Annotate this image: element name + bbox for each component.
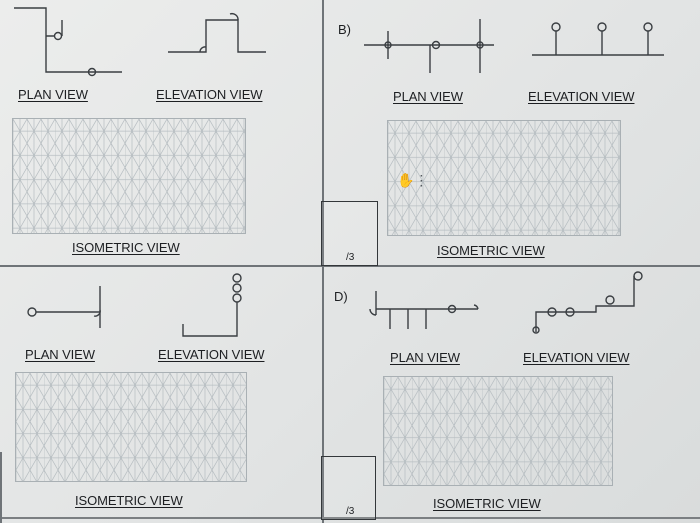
panel-d-score-text: /3 [346,506,355,517]
panel-d-elevation-label: ELEVATION VIEW [523,350,630,365]
left-edge-stub [0,452,2,523]
panel-b-plan-sketch [364,19,494,73]
panel-a-elevation-label: ELEVATION VIEW [156,87,263,102]
panel-b-elevation-sketch [532,22,664,56]
panel-d-score-box[interactable]: /3 [321,456,376,520]
panel-c-elevation-label: ELEVATION VIEW [158,347,265,362]
panel-c-plan-label: PLAN VIEW [25,347,95,362]
panel-a-isometric-grid [12,118,246,234]
panel-b-isometric-label: ISOMETRIC VIEW [437,243,545,258]
panel-d-plan-sketch [369,291,479,329]
panel-d-letter: D) [334,289,348,304]
panel-b-score-box[interactable]: /3 [321,201,378,266]
panel-a-plan-label: PLAN VIEW [18,87,88,102]
panel-d-elevation-sketch [532,271,643,334]
panel-b-plan-label: PLAN VIEW [393,89,463,104]
vertical-divider [322,0,324,523]
panel-c-plan-sketch [27,286,101,328]
panel-a-elevation-sketch [168,12,266,53]
panel-c-isometric-label: ISOMETRIC VIEW [75,493,183,508]
panel-b-isometric-grid [387,120,621,236]
panel-b-score-text: /3 [346,252,355,263]
panel-c-isometric-grid [15,372,247,482]
horizontal-divider [0,265,700,267]
panel-c-elevation-sketch [182,273,242,337]
panel-d-plan-label: PLAN VIEW [390,350,460,365]
panel-d-isometric-grid [383,376,613,486]
bottom-edge [0,517,700,519]
panel-b-letter: B) [338,22,351,37]
panel-d-isometric-label: ISOMETRIC VIEW [433,496,541,511]
panel-b-elevation-label: ELEVATION VIEW [528,89,635,104]
panel-a-isometric-label: ISOMETRIC VIEW [72,240,180,255]
hand-cursor-icon: ✋⋮ [397,172,429,188]
panel-a-plan-sketch [14,7,122,77]
